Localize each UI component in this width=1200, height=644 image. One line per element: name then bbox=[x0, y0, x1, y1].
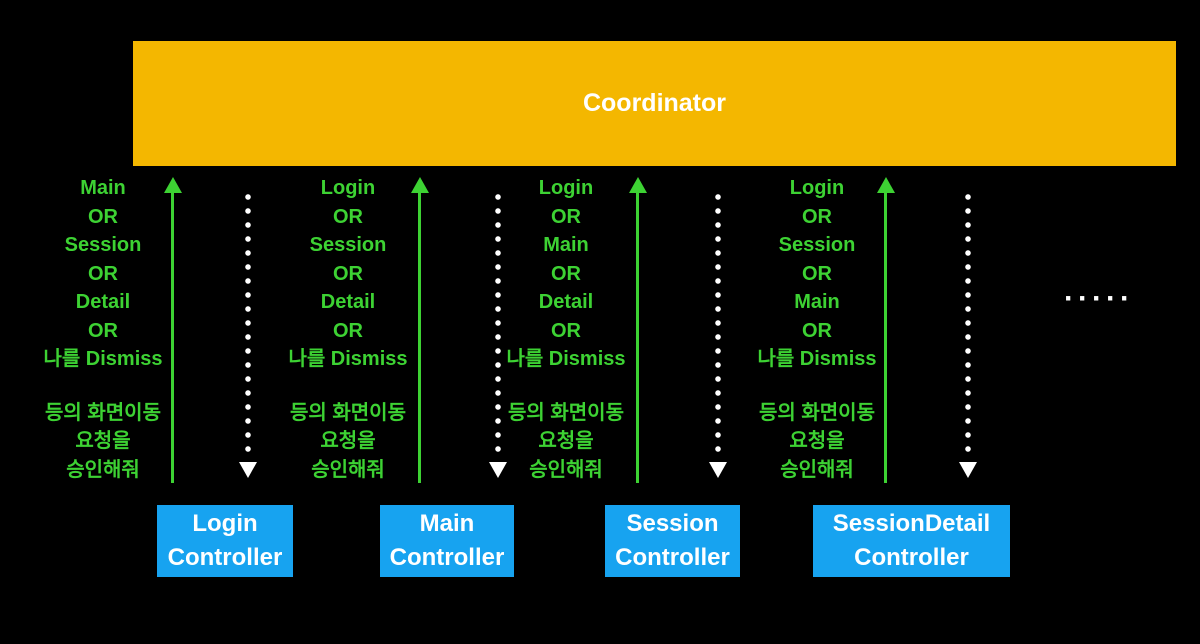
request-line: OR bbox=[88, 205, 118, 228]
request-text-sessiondetail-controller: Login OR Session OR Main OR 나를 Dismiss 등… bbox=[732, 174, 902, 484]
session-controller-box: Session Controller bbox=[605, 505, 740, 577]
controller-label-line: Controller bbox=[389, 544, 505, 571]
request-line: OR bbox=[333, 262, 363, 285]
request-line: Main bbox=[80, 177, 126, 199]
request-text-login-controller: Main OR Session OR Detail OR 나를 Dismiss … bbox=[18, 174, 188, 484]
up-arrow-line bbox=[418, 192, 421, 483]
spacer bbox=[481, 374, 651, 399]
controller-label-line: SessionDetail bbox=[832, 510, 991, 537]
up-arrow-icon bbox=[629, 177, 647, 193]
controller-label-line: Controller bbox=[854, 544, 969, 571]
request-line: OR bbox=[333, 319, 363, 342]
up-arrow-line bbox=[884, 192, 887, 483]
coordinator-box: Coordinator bbox=[133, 41, 1176, 166]
request-footer-line: 승인해줘 bbox=[529, 458, 603, 481]
request-line: 나를 Dismiss bbox=[506, 348, 626, 370]
spacer bbox=[263, 374, 433, 399]
request-line: Main bbox=[543, 234, 589, 256]
request-footer-line: 요청을 bbox=[789, 430, 845, 452]
down-arrow-icon bbox=[489, 462, 507, 478]
down-arrow-icon bbox=[239, 462, 257, 478]
request-line: OR bbox=[333, 205, 363, 228]
up-arrow-icon bbox=[877, 177, 895, 193]
coordinator-label: Coordinator bbox=[582, 89, 727, 117]
up-arrow-icon bbox=[164, 177, 182, 193]
request-line: OR bbox=[802, 205, 832, 228]
main-controller-box: Main Controller bbox=[380, 505, 514, 577]
request-line: Main bbox=[794, 291, 840, 313]
controller-label-line: Controller bbox=[167, 544, 283, 571]
request-line: OR bbox=[551, 319, 581, 342]
request-line: Login bbox=[320, 177, 376, 199]
request-footer-line: 승인해줘 bbox=[780, 458, 854, 481]
request-line: OR bbox=[551, 205, 581, 228]
request-line: Session bbox=[64, 234, 142, 256]
down-dotted-arrow-line bbox=[245, 194, 251, 460]
request-line: Login bbox=[538, 177, 594, 199]
more-controllers-ellipsis: ····· bbox=[1064, 282, 1134, 315]
request-line: Session bbox=[778, 234, 856, 256]
sessiondetail-controller-box: SessionDetail Controller bbox=[813, 505, 1010, 577]
login-controller-box: Login Controller bbox=[157, 505, 293, 577]
up-arrow-line bbox=[171, 192, 174, 483]
up-arrow-line bbox=[636, 192, 639, 483]
request-line: 나를 Dismiss bbox=[288, 348, 408, 370]
request-line: 나를 Dismiss bbox=[757, 348, 877, 370]
request-footer-line: 승인해줘 bbox=[66, 458, 140, 481]
request-footer-line: 등의 화면이동 bbox=[508, 401, 624, 424]
up-arrow-icon bbox=[411, 177, 429, 193]
request-line: OR bbox=[802, 262, 832, 285]
request-line: Login bbox=[789, 177, 845, 199]
request-line: OR bbox=[802, 319, 832, 342]
request-line: OR bbox=[551, 262, 581, 285]
request-footer-line: 등의 화면이동 bbox=[290, 401, 406, 424]
down-arrow-icon bbox=[959, 462, 977, 478]
request-footer-line: 승인해줘 bbox=[311, 458, 385, 481]
request-footer-line: 등의 화면이동 bbox=[45, 401, 161, 424]
request-footer-line: 요청을 bbox=[75, 430, 131, 452]
request-text-main-controller: Login OR Session OR Detail OR 나를 Dismiss… bbox=[263, 174, 433, 484]
controller-label-line: Controller bbox=[615, 544, 730, 571]
controller-label-line: Session bbox=[626, 510, 719, 537]
controller-label-line: Login bbox=[192, 510, 258, 537]
down-dotted-arrow-line bbox=[965, 194, 971, 460]
spacer bbox=[732, 374, 902, 399]
request-line: Detail bbox=[320, 291, 376, 313]
request-footer-line: 등의 화면이동 bbox=[759, 401, 875, 424]
request-line: OR bbox=[88, 319, 118, 342]
request-line: OR bbox=[88, 262, 118, 285]
request-line: Detail bbox=[538, 291, 594, 313]
controller-label-line: Main bbox=[419, 510, 475, 537]
down-dotted-arrow-line bbox=[715, 194, 721, 460]
down-dotted-arrow-line bbox=[495, 194, 501, 460]
request-footer-line: 요청을 bbox=[320, 430, 376, 452]
request-line: Detail bbox=[75, 291, 131, 313]
request-text-session-controller: Login OR Main OR Detail OR 나를 Dismiss 등의… bbox=[481, 174, 651, 484]
request-line: 나를 Dismiss bbox=[43, 348, 163, 370]
spacer bbox=[18, 374, 188, 399]
request-line: Session bbox=[309, 234, 387, 256]
request-footer-line: 요청을 bbox=[538, 430, 594, 452]
down-arrow-icon bbox=[709, 462, 727, 478]
